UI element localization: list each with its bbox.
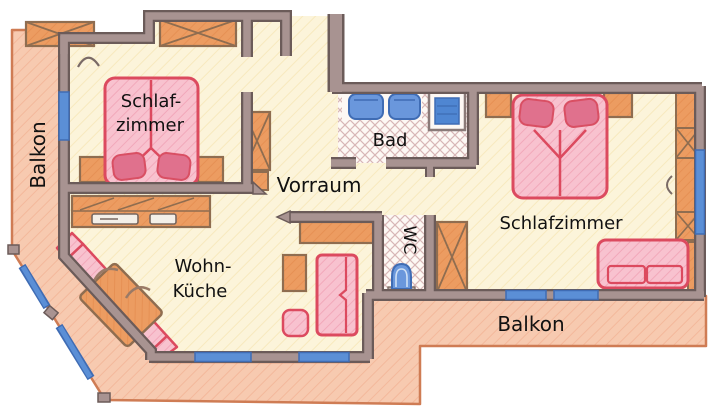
balcony-railing-window (57, 325, 93, 379)
kitchen-counter (70, 194, 212, 229)
railing-post (7, 244, 20, 255)
bathroom-label: Bad (373, 130, 408, 151)
window (505, 289, 547, 301)
nightstand (484, 91, 513, 119)
toilet (391, 262, 412, 290)
wall-cap (275, 209, 291, 225)
bedroom-right-label: Schlafzimmer (499, 213, 623, 234)
wardrobe (158, 18, 238, 48)
nightstand (196, 155, 225, 184)
window (58, 91, 70, 141)
pillow (518, 98, 555, 129)
bathroom-fixtures (342, 90, 467, 132)
kitchen-stove (149, 213, 177, 225)
room-labels: Balkon Schlaf- zimmer Bad Vorraum WC Sch… (26, 91, 623, 336)
wc-label: WC (399, 226, 419, 255)
balcony-bottom-label: Balkon (497, 312, 564, 336)
door-arc (77, 56, 100, 68)
living-kitchen-label-1: Wohn- (174, 256, 231, 277)
sofa (596, 238, 690, 290)
bedroom-left-label-1: Schlaf- (121, 91, 182, 112)
pillow (563, 97, 600, 128)
nightstand (78, 155, 108, 184)
window (298, 351, 350, 363)
sideboard (298, 220, 375, 245)
windows (58, 91, 706, 363)
pillow (111, 152, 147, 181)
pillow (156, 152, 192, 181)
window (553, 289, 599, 301)
living-kitchen-label-2: Küche (173, 281, 228, 302)
sofa (315, 253, 359, 337)
side-table (281, 253, 308, 293)
wall-cap (252, 180, 268, 195)
sink (348, 93, 384, 120)
living-room-furniture (55, 220, 375, 361)
sink (388, 93, 421, 120)
bedroom-left-label-2: zimmer (116, 115, 185, 136)
chair (124, 286, 151, 299)
window (694, 149, 706, 235)
closet-door-arc (666, 175, 673, 195)
stool (281, 308, 310, 338)
shower (427, 90, 467, 132)
balcony-left-label: Balkon (26, 121, 50, 188)
railing-post (97, 392, 111, 403)
railing-post (42, 304, 60, 321)
bedroom-right-furniture (484, 91, 702, 293)
hallway-label: Vorraum (277, 173, 362, 197)
wc-side-wardrobe (435, 220, 469, 294)
chair (92, 267, 119, 282)
balcony-railing-window (20, 265, 49, 308)
window (194, 351, 252, 363)
